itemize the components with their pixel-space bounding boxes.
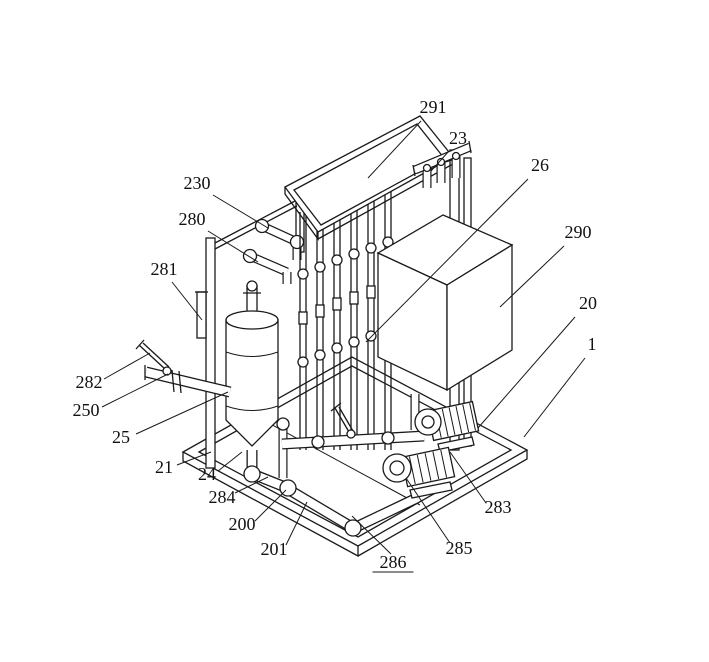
ref-label-26: 26 [531,155,549,175]
ref-label-281: 281 [151,259,178,279]
leader-line-25 [135,391,229,435]
leader-line-1 [523,357,586,438]
ref-label-201: 201 [261,539,288,559]
ref-label-20: 20 [579,293,597,313]
leader-line-280 [207,230,259,263]
ref-label-25: 25 [112,427,130,447]
ref-label-282: 282 [76,372,103,392]
leader-line-282 [103,352,151,380]
ref-label-24: 24 [198,464,216,484]
ref-label-23: 23 [449,128,467,148]
ref-label-284: 284 [209,487,236,507]
leader-line-291 [367,120,422,179]
pipe-column [348,192,360,450]
leader-line-26 [365,178,529,343]
pipe-column [365,186,377,450]
ref-label-200: 200 [229,514,256,534]
ref-label-250: 250 [73,400,100,420]
ref-label-280: 280 [179,209,206,229]
leader-line-284 [234,476,269,494]
leader-line-23 [430,150,450,172]
valve-lever [135,339,172,376]
ref-label-286: 286 [380,552,407,572]
ref-label-230: 230 [184,173,211,193]
pump-front [382,446,456,499]
leader-line-250 [101,373,169,408]
ref-label-285: 285 [446,538,473,558]
pipe-column [297,212,309,450]
leader-line-201 [285,501,308,546]
center-valve-lever [330,402,356,439]
ref-label-1: 1 [588,334,597,354]
leader-line-20 [477,316,576,429]
leader-line-283 [449,451,487,504]
control-box [376,214,514,392]
leader-line-286 [351,515,392,555]
ref-label-290: 290 [565,222,592,242]
leader-line-24 [217,451,243,472]
ref-label-283: 283 [485,497,512,517]
pipe-bank [297,180,394,450]
inlet-elbow-fittings [242,218,305,284]
leader-line-200 [254,489,287,522]
ref-label-291: 291 [420,97,447,117]
leader-line-230 [212,194,269,229]
ref-label-21: 21 [155,457,173,477]
separator-tank [225,280,279,447]
inlet-valve [135,339,232,398]
leader-line-21 [176,451,212,466]
leader-line-281 [171,281,203,321]
side-pipe [195,291,208,339]
pipe-column [314,205,326,450]
leader-line-290 [499,245,565,308]
leader-line-285 [405,477,451,544]
